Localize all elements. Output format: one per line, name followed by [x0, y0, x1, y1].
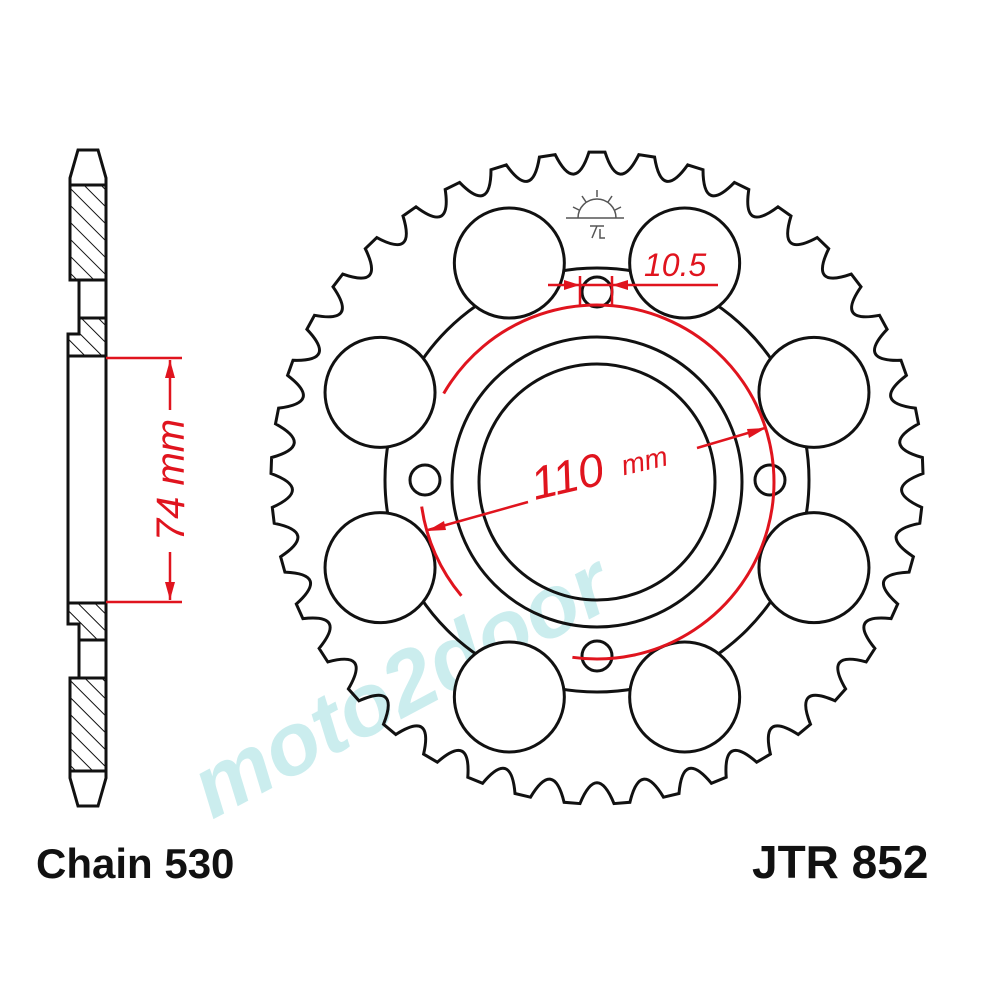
lightening-hole	[628, 206, 742, 320]
bolt-hole	[580, 639, 614, 673]
profile-hatch-bottom	[68, 676, 108, 773]
bolt-hole	[753, 463, 787, 497]
sprocket-teeth-outline	[269, 150, 925, 806]
sprocket-face	[269, 150, 925, 806]
lightening-hole	[757, 335, 871, 449]
hub-flange-circle	[383, 266, 811, 694]
lightening-hole	[323, 335, 437, 449]
part-number-label: JTR 852	[752, 836, 928, 888]
profile-hatch-top	[68, 183, 108, 282]
bolt-hole-label: 10.5	[644, 247, 706, 283]
profile-hatch-hub-bottom	[66, 601, 108, 642]
pcd-dimension	[420, 276, 776, 661]
hub-width-label: 74 mm	[149, 419, 193, 541]
side-profile	[66, 148, 108, 808]
profile-top-tooth	[68, 148, 108, 187]
profile-bottom-tooth	[68, 769, 108, 808]
hub-width-dimension	[106, 356, 182, 604]
chain-size-label: Chain 530	[36, 840, 234, 887]
lightening-hole	[628, 640, 742, 754]
profile-bore	[66, 354, 108, 605]
lightening-hole	[757, 511, 871, 625]
hub-ring-circle	[450, 335, 744, 629]
sun-mark-icon	[566, 190, 624, 239]
bolt-hole	[580, 275, 614, 309]
profile-hatch-hub-top	[66, 316, 108, 358]
lightening-hole	[452, 206, 566, 320]
lightening-hole	[452, 640, 566, 754]
bolt-hole	[408, 463, 442, 497]
center-bore-circle	[477, 362, 717, 602]
lightening-hole	[323, 511, 437, 625]
